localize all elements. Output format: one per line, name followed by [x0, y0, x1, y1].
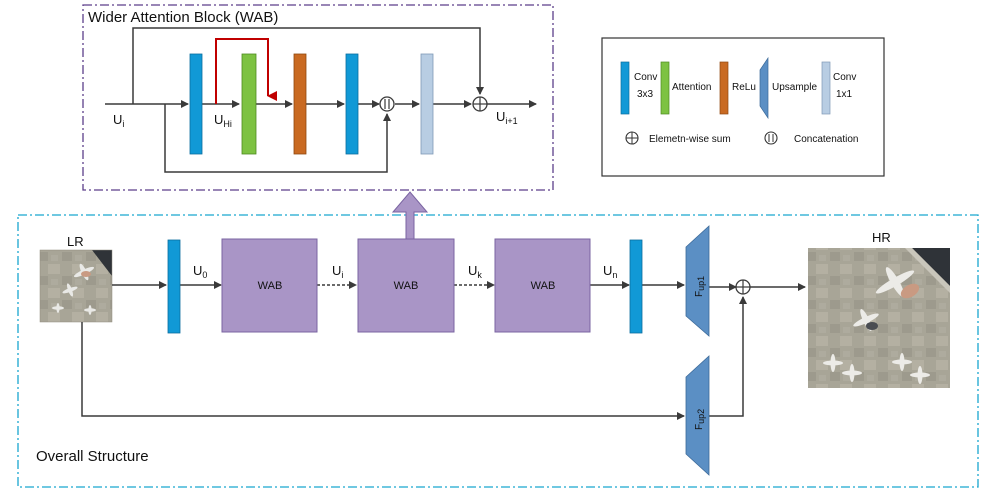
- wab-attention-block: [241, 53, 257, 155]
- legend-conv3x3-swatch: [620, 61, 630, 115]
- attention-arrow: [215, 38, 277, 104]
- fup1-label: Fup1: [694, 276, 706, 297]
- legend-conv1x1-line2: 1x1: [836, 89, 853, 100]
- wab-hidden-label: UHi: [214, 112, 232, 129]
- conv3x3-first: [167, 239, 181, 334]
- conv3x3-last: [629, 239, 643, 334]
- wab-conv1x1-block: [420, 53, 434, 155]
- wab-conv3x3-1: [189, 53, 203, 155]
- legend-conv1x1-line1: Conv: [833, 72, 856, 83]
- wab-block-1-label: WAB: [258, 280, 283, 292]
- wab-block-2-label: WAB: [394, 280, 419, 292]
- hr-label: HR: [872, 230, 891, 245]
- wab-block-3: [494, 238, 591, 333]
- legend: Conv 3x3 Attention ReLu Upsample Conv 1x…: [601, 37, 885, 177]
- wab-relu-block: [293, 53, 307, 155]
- wab-skip-top: [132, 27, 484, 104]
- wab-block-3-label: WAB: [531, 280, 556, 292]
- wab-panel: Wider Attention Block (WAB): [82, 4, 554, 191]
- wab-output-label: Ui+1: [496, 109, 518, 126]
- legend-upsample-swatch: [759, 56, 769, 120]
- overall-panel-border: [17, 214, 979, 488]
- legend-conv3x3-line1: Conv: [634, 72, 657, 83]
- ui-label: Ui: [332, 263, 343, 280]
- legend-relu-swatch: [719, 61, 729, 115]
- u0-label: U0: [193, 263, 207, 280]
- sum-symbol: [472, 96, 488, 112]
- lr-image: [39, 249, 113, 323]
- legend-concat-label: Concatenation: [794, 134, 859, 145]
- line-fup2-sum: [708, 296, 747, 417]
- upsample-fup2: [685, 355, 710, 476]
- legend-attention-swatch: [660, 61, 670, 115]
- expand-arrow: [391, 191, 429, 240]
- overall-title: Overall Structure: [36, 448, 149, 465]
- wab-skip-bottom: [164, 104, 391, 173]
- fup2-label: Fup2: [694, 409, 706, 430]
- uk-label: Uk: [468, 263, 482, 280]
- legend-sum-icon: [625, 131, 639, 145]
- wab-panel-border: [82, 4, 554, 191]
- wab-panel-title: Wider Attention Block (WAB): [88, 9, 278, 26]
- legend-conv1x1-swatch: [821, 61, 831, 115]
- legend-attention-label: Attention: [672, 82, 711, 93]
- hr-image: [808, 248, 950, 388]
- legend-relu-label: ReLu: [732, 82, 756, 93]
- legend-conv3x3-line2: 3x3: [637, 89, 654, 100]
- legend-sum-label: Elemetn-wise sum: [649, 134, 731, 145]
- legend-box: [601, 37, 885, 177]
- legend-upsample-label: Upsample: [772, 82, 817, 93]
- legend-concat-icon: [764, 131, 778, 145]
- wab-input-label: Ui: [113, 112, 124, 129]
- un-label: Un: [603, 263, 617, 280]
- line-lr-fup2: [81, 322, 685, 420]
- lr-label: LR: [67, 234, 84, 249]
- upsample-fup1: [685, 225, 710, 337]
- overall-panel: Overall Structure LR: [17, 191, 979, 488]
- wab-block-1: [221, 238, 318, 333]
- concat-symbol: [379, 96, 395, 112]
- wab-conv3x3-2: [345, 53, 359, 155]
- wab-block-2: [357, 238, 455, 333]
- overall-sum-symbol: [735, 279, 751, 295]
